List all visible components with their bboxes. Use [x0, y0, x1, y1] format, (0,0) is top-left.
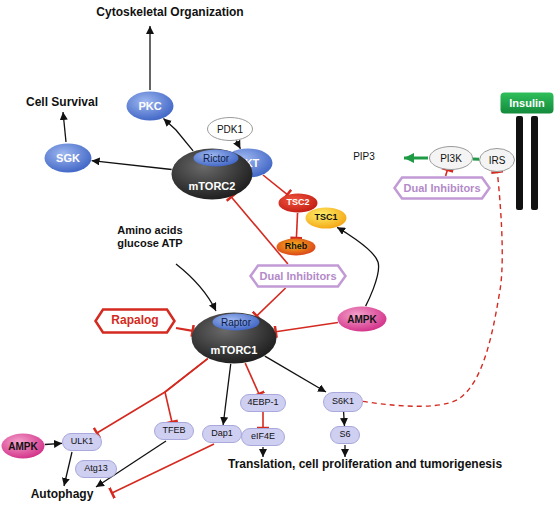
outcome-arrow [149, 26, 150, 90]
subunit-oval: Raptor [212, 313, 260, 331]
node-text: Raptor [221, 317, 251, 328]
inhibition-connector [363, 172, 502, 406]
activation-connector [337, 227, 379, 306]
node-text: Insulin [509, 97, 544, 109]
node-text: 4EBP-1 [247, 398, 278, 408]
effector-pill: ULK1 [62, 433, 102, 451]
outcome-arrow [63, 112, 66, 142]
pip3-arrow [404, 157, 428, 160]
effector-pill: S6 [330, 426, 360, 444]
inhibitor-hexagon: Dual Inhibitors [393, 176, 491, 200]
node-text: TFEB [162, 426, 185, 436]
kinase-oval: AMPK [337, 306, 387, 332]
input-arrow [176, 264, 216, 311]
kinase-oval: AMPK [1, 433, 45, 459]
effector-pill: eIF4E [241, 428, 285, 446]
kinase-oval: PI3K [429, 146, 473, 170]
outcome-arrow [64, 452, 72, 486]
node-text: Rheb [285, 242, 308, 252]
outcome-label: Cytoskeletal Organization [70, 6, 270, 20]
inhibition-connector [446, 170, 448, 176]
activation-connector [236, 141, 240, 149]
inhibition-connector [165, 359, 208, 422]
activation-connector [163, 118, 193, 151]
node-text: AMPK [8, 441, 37, 452]
subunit-oval: Rictor [193, 149, 239, 167]
inhibitor-hexagon: Dual Inhibitors [249, 264, 347, 288]
node-text: Dual Inhibitors [260, 270, 337, 282]
effector-pill: 4EBP-1 [240, 394, 286, 412]
inhibition-connector [257, 288, 286, 316]
complex-oval: mTORC2 Rictor [171, 148, 253, 200]
input-label: Amino acids glucose ATP [117, 224, 184, 249]
node-text: Dual Inhibitors [404, 182, 481, 194]
node-text: Rictor [203, 153, 229, 164]
effector-pill: Atg13 [75, 460, 117, 478]
ligand-box: Insulin [500, 92, 554, 114]
activation-connector [223, 364, 231, 425]
adaptor-oval: IRS [479, 148, 515, 172]
activation-connector [265, 356, 326, 392]
node-text: S6 [339, 430, 350, 440]
outcome-arrow [262, 447, 263, 457]
node-text: Rapalog [111, 314, 158, 327]
node-text: PKC [138, 100, 161, 112]
drug-hexagon: Rapalog [94, 308, 176, 334]
effector-pill: Dap1 [202, 425, 242, 443]
effector-pill: S6K1 [323, 392, 363, 412]
activation-connector [92, 161, 172, 170]
inhibition-connector [262, 412, 264, 428]
inhibition-line [112, 444, 214, 493]
activation-connector [473, 157, 479, 160]
complex-oval: mTORC1 Raptor [191, 312, 277, 364]
outcome-arrow [344, 445, 345, 457]
receptor-bar [516, 116, 523, 210]
inhibition-connector [263, 175, 287, 195]
receptor-bar [531, 116, 538, 210]
node-text: TSC1 [314, 213, 337, 223]
protein-oval: TSC1 [305, 207, 347, 229]
outcome-label: Translation, cell proliferation and tumo… [228, 458, 553, 472]
inhibition-connector [176, 328, 193, 331]
node-text: eIF4E [251, 432, 275, 442]
kinase-oval: SGK [44, 143, 92, 173]
protein-oval: TSC2 [278, 193, 318, 213]
inhibition-connector [296, 213, 297, 238]
node-text: mTORC2 [189, 180, 236, 192]
inhibition-connector [245, 363, 259, 394]
node-text: mTORC1 [211, 344, 258, 356]
inhibition-connector [231, 197, 288, 264]
node-text: ULK1 [71, 437, 94, 447]
kinase-oval: PDK1 [207, 117, 253, 141]
gtpase-oval: Rheb [276, 238, 316, 256]
node-text: SGK [56, 152, 80, 164]
messenger-label: PIP3 [346, 151, 382, 163]
node-text: Atg13 [84, 464, 108, 474]
kinase-oval: PKC [126, 91, 174, 121]
node-text: S6K1 [332, 397, 354, 407]
node-text: AMPK [347, 314, 376, 325]
activation-connector [343, 412, 345, 426]
inhibition-connector [97, 359, 208, 433]
inhibition-connector [276, 323, 338, 332]
activation-connector [45, 443, 62, 444]
outcome-label: Autophagy [12, 488, 112, 502]
node-text: TSC2 [286, 198, 309, 208]
outcome-label: Cell Survival [12, 96, 112, 110]
node-text: Dap1 [211, 429, 233, 439]
node-text: PDK1 [217, 124, 243, 135]
node-text: PI3K [440, 153, 462, 164]
node-text: IRS [489, 155, 506, 166]
effector-pill: TFEB [154, 422, 194, 440]
